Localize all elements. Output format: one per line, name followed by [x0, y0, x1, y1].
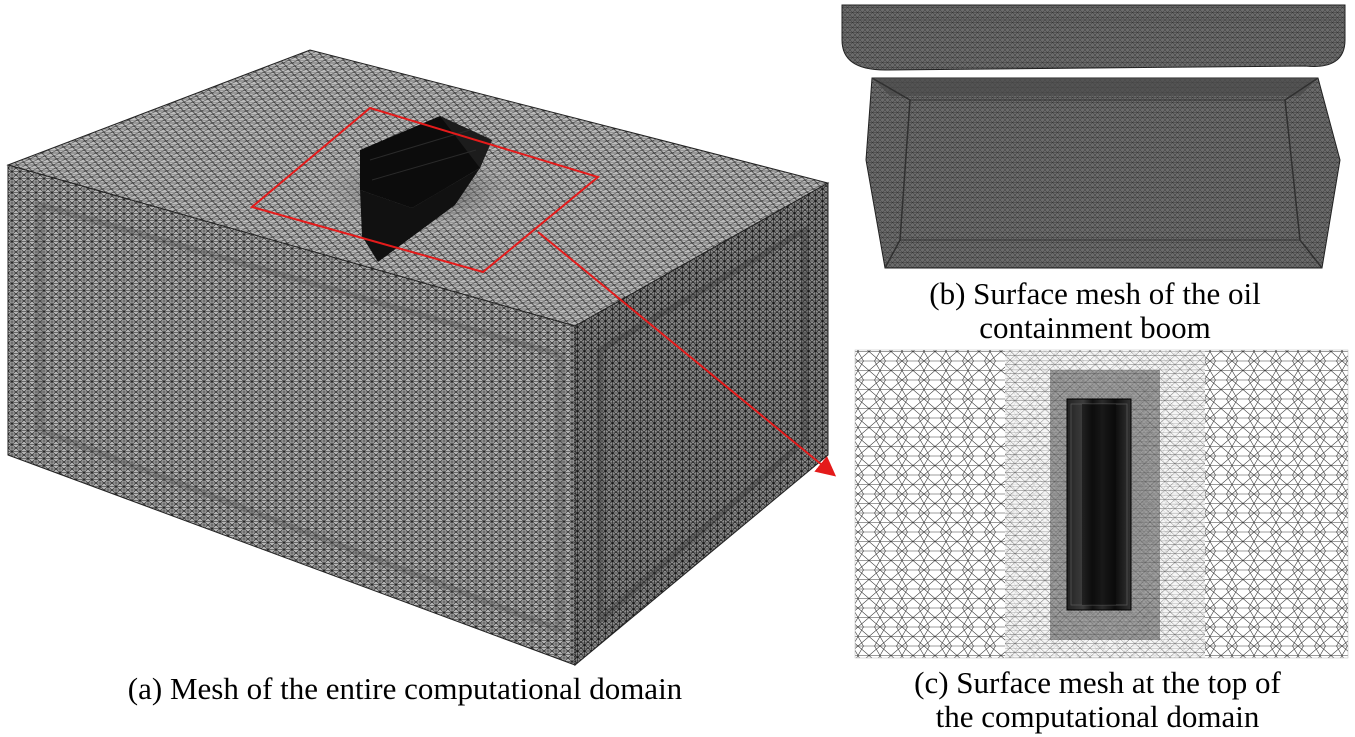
- zoom-arrow: [537, 231, 837, 477]
- caption-c-line1: (c) Surface mesh at the top of: [914, 665, 1281, 700]
- domain-right-face: [574, 182, 829, 667]
- boom-footprint: [1066, 398, 1132, 611]
- caption-a-text: (a) Mesh of the entire computational dom…: [127, 671, 683, 706]
- caption-b-line2: containment boom: [979, 310, 1211, 345]
- zoom-highlight-box: [249, 106, 601, 274]
- boom-3d: [360, 116, 492, 262]
- caption-c: (c) Surface mesh at the top of the compu…: [840, 666, 1355, 734]
- panel-c-top-mesh: [854, 349, 1349, 659]
- caption-b-line1: (b) Surface mesh of the oil: [929, 276, 1261, 311]
- caption-c-line2: the computational domain: [935, 699, 1260, 734]
- caption-b: (b) Surface mesh of the oil containment …: [840, 277, 1350, 345]
- boom-float: [841, 4, 1346, 71]
- panel-b-boom-mesh: [841, 4, 1346, 269]
- caption-a: (a) Mesh of the entire computational dom…: [60, 672, 750, 706]
- panel-a-domain-mesh: [6, 49, 837, 667]
